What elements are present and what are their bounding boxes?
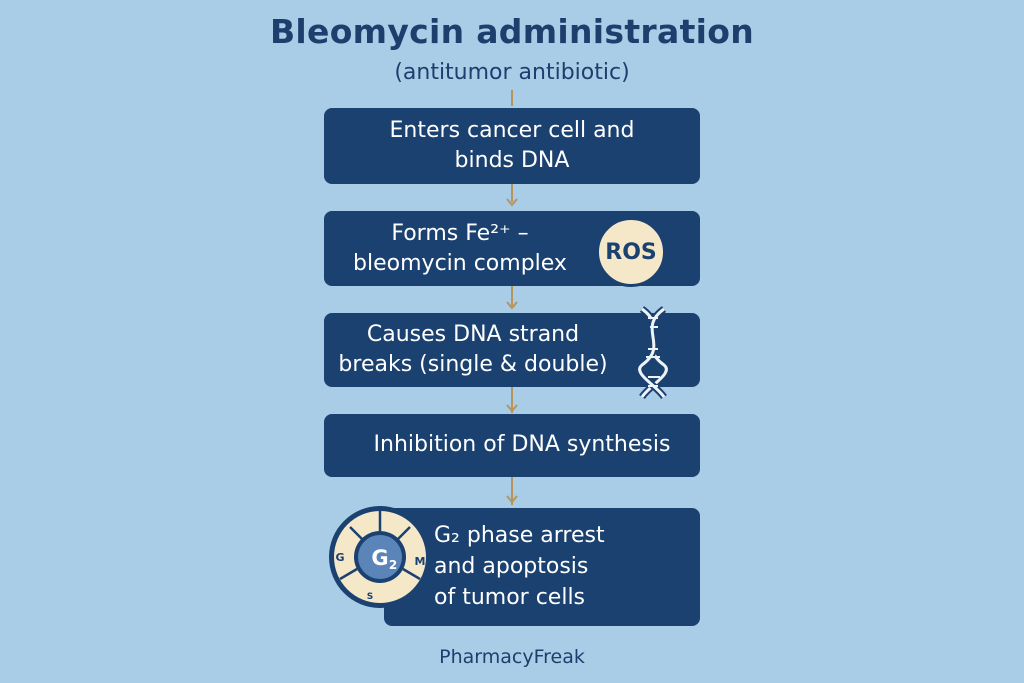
cycle-label-right: M (415, 555, 426, 568)
step-1-line-2: binds DNA (454, 148, 570, 173)
arrow-line-3 (511, 387, 513, 413)
step-2-line-1: Forms Fe²⁺ – (391, 221, 529, 246)
step-3-line-1: Causes DNA strand (366, 322, 580, 347)
ros-badge: ROS (596, 217, 666, 287)
arrow-line-4 (511, 477, 513, 505)
step-5-line-2: and apoptosis (434, 554, 589, 579)
step-1-line-1: Enters cancer cell and (389, 118, 635, 143)
step-2-line-2: bleomycin complex (353, 251, 567, 276)
step-4-line-1: Inhibition of DNA synthesis (373, 432, 671, 457)
cycle-center-subscript: 2 (389, 558, 397, 572)
down-arrow-icon (506, 404, 518, 413)
step-5-line-3: of tumor cells (434, 585, 586, 610)
down-arrow-icon (506, 301, 518, 310)
step-enters-cell: Enters cancer cell and binds DNA (324, 108, 700, 184)
step-5-line-1: G₂ phase arrest (434, 523, 605, 548)
cycle-label-left: G (335, 551, 344, 564)
diagram-subtitle: (antitumor antibiotic) (394, 60, 630, 85)
down-arrow-icon (506, 198, 518, 207)
down-arrow-icon (506, 495, 518, 504)
cycle-label-bottom: S (367, 592, 373, 602)
step-g2-arrest: G₂ phase arrest and apoptosis of tumor c… (384, 508, 700, 626)
step-dna-breaks: Causes DNA strand breaks (single & doubl… (324, 313, 700, 387)
step-3-line-2: breaks (single & double) (338, 352, 608, 377)
arrow-line-0 (511, 90, 513, 106)
diagram-title: Bleomycin administration (269, 12, 755, 51)
cell-cycle-icon: G 2 G M S (329, 506, 431, 608)
footer-brand: PharmacyFreak (439, 646, 585, 668)
arrow-line-2 (511, 286, 513, 306)
arrow-line-1 (511, 184, 513, 202)
dna-helix-icon (636, 306, 670, 400)
step-inhibition: Inhibition of DNA synthesis (324, 414, 700, 477)
cycle-center-label: G (371, 546, 388, 570)
